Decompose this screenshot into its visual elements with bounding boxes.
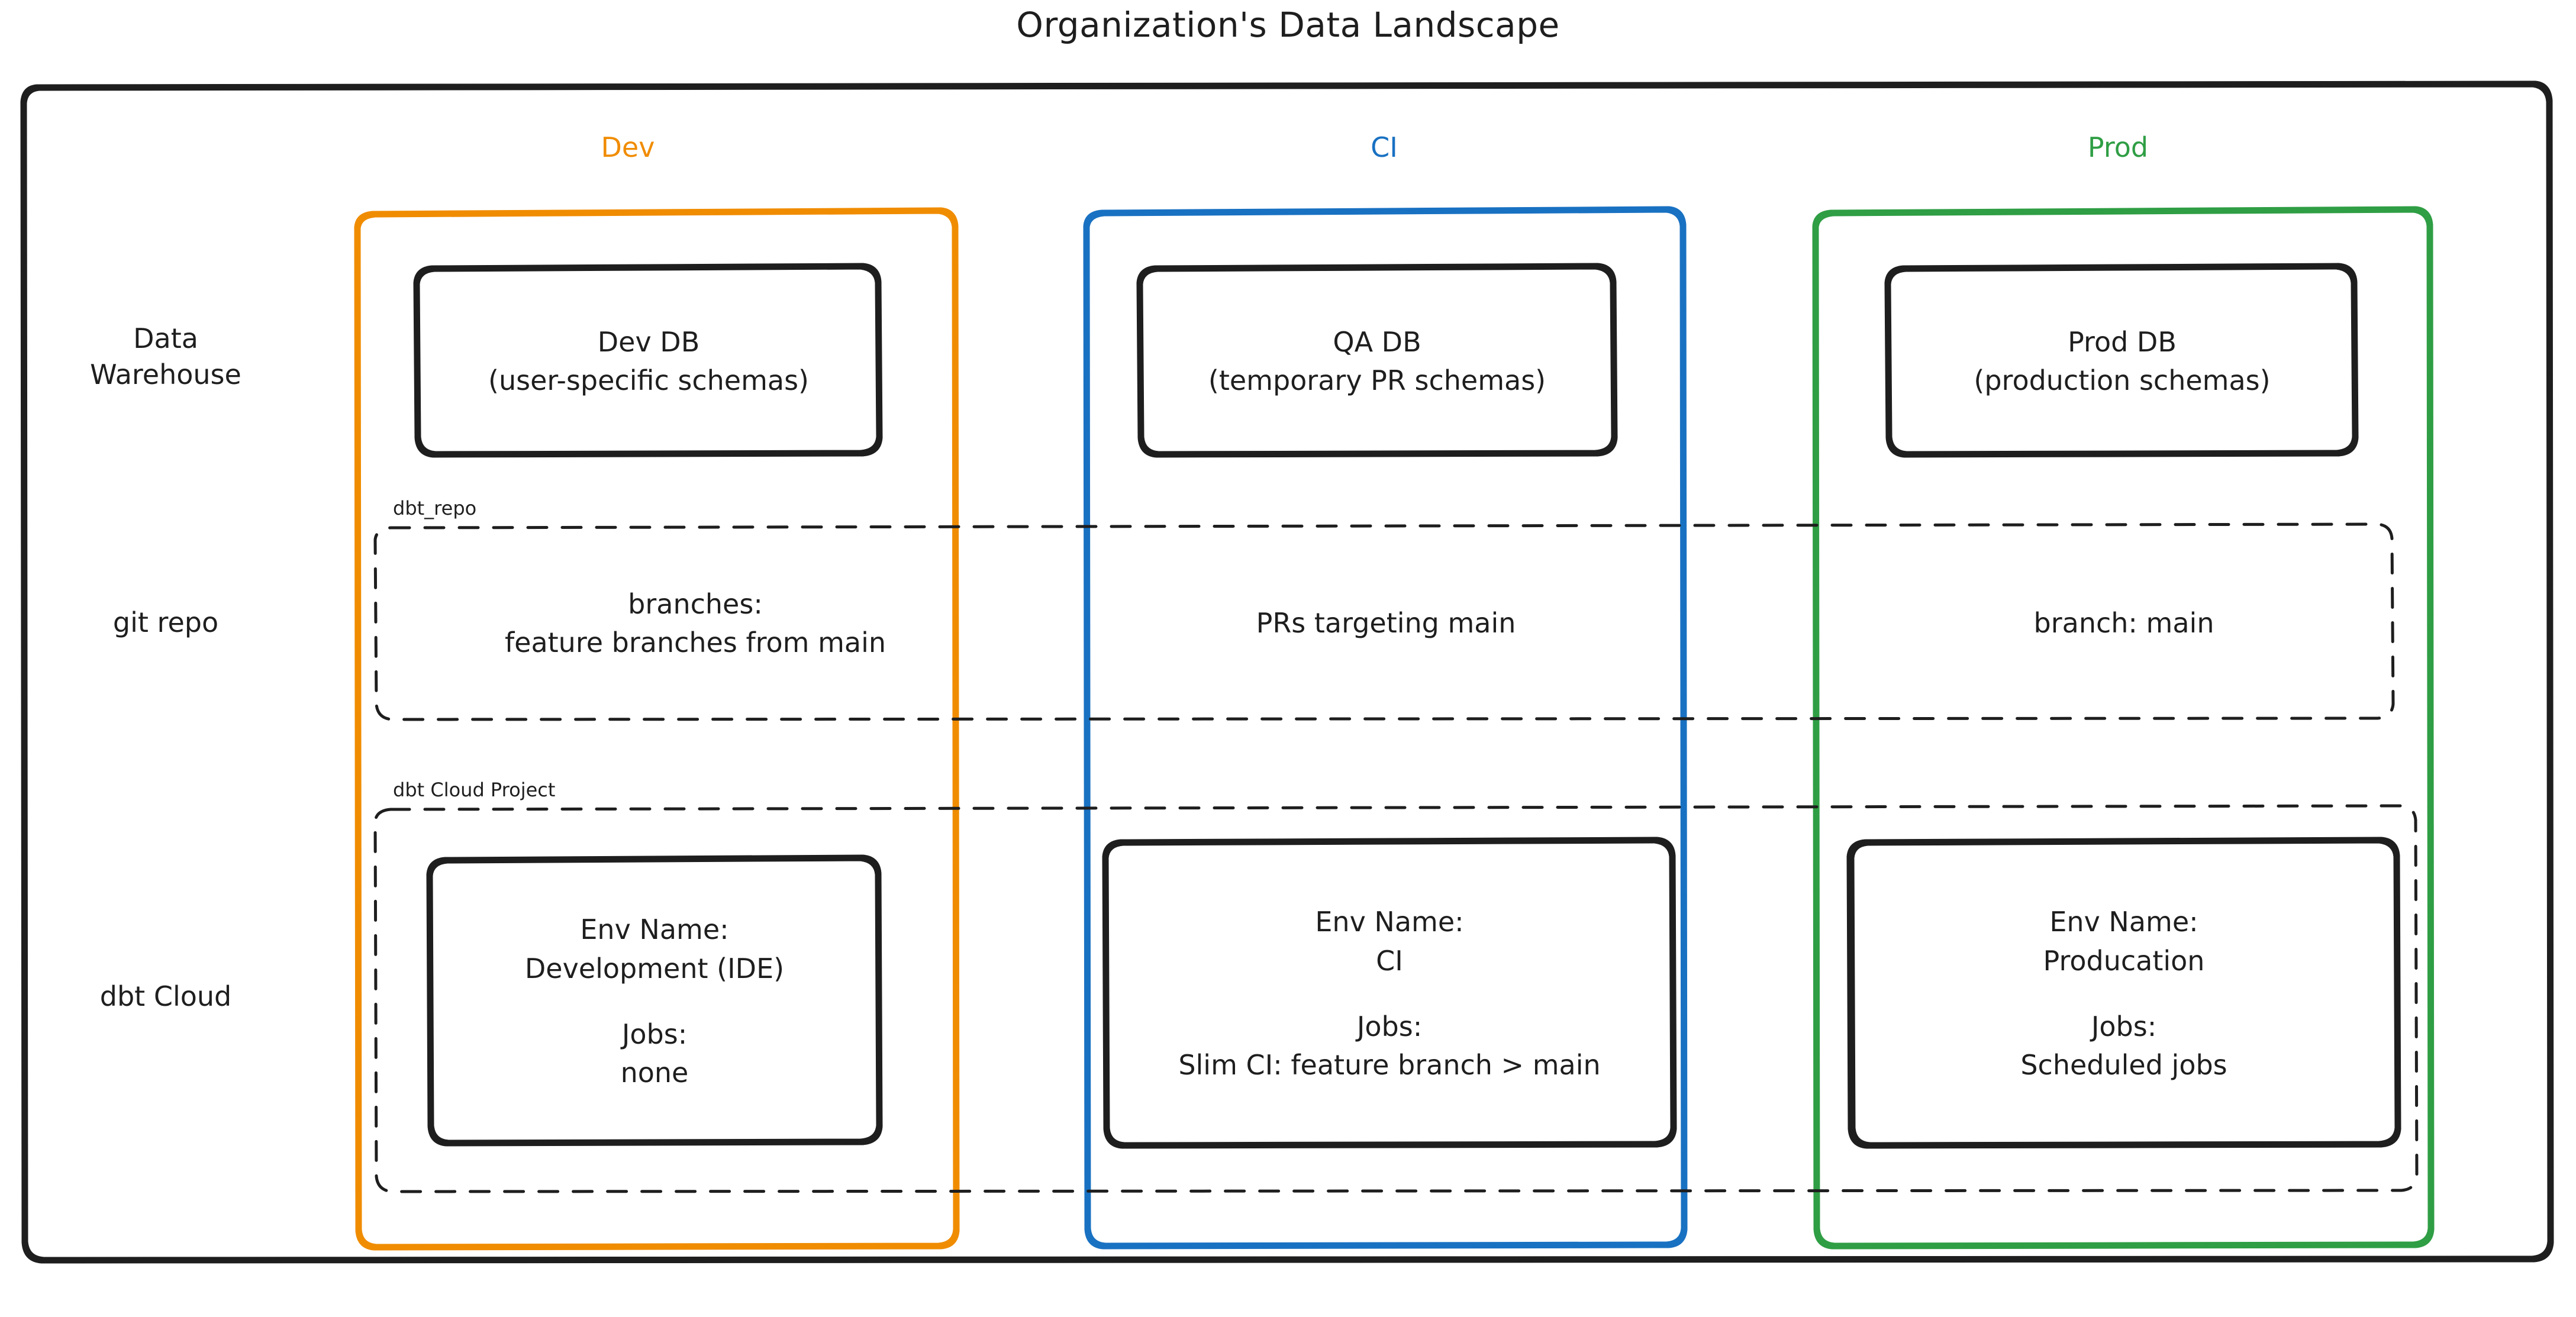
column-header-ci: CI <box>1371 131 1398 163</box>
prod-db-line2: (production schemas) <box>1974 364 2271 396</box>
diagram-title: Organization's Data Landscape <box>1016 5 1560 45</box>
row-label-git-repo: git repo <box>112 606 219 638</box>
column-header-dev: Dev <box>601 131 655 163</box>
prod-db-line1: Prod DB <box>2068 325 2177 358</box>
dev-db-line1: Dev DB <box>597 325 700 358</box>
ci-git-line1: PRs targeting main <box>1256 607 1516 640</box>
group-label-dbt-cloud-project: dbt Cloud Project <box>393 779 556 801</box>
prod-env-value: Producation <box>2043 944 2205 977</box>
dev-jobs-value: none <box>620 1057 689 1089</box>
dev-db-text: Dev DB (user-specific schemas) <box>417 267 881 456</box>
ci-dbt-cloud-text: Env Name: CI Jobs: Slim CI: feature bran… <box>1104 841 1675 1147</box>
column-header-prod: Prod <box>2087 131 2149 163</box>
row-label-dbt-cloud: dbt Cloud <box>99 980 232 1012</box>
prod-env-label: Env Name: <box>2049 906 2198 938</box>
dev-env-label: Env Name: <box>580 913 729 946</box>
prod-git-text: branch: main <box>1816 528 2432 719</box>
prod-git-line1: branch: main <box>2033 607 2214 640</box>
group-label-dbt-repo: dbt_repo <box>393 497 477 519</box>
qa-db-line2: (temporary PR schemas) <box>1208 364 1546 396</box>
dev-git-line2: feature branches from main <box>504 627 886 658</box>
dev-db-line2: (user-specific schemas) <box>488 364 809 396</box>
dev-dbt-cloud-text: Env Name: Development (IDE) Jobs: none <box>428 859 881 1144</box>
prod-jobs-label: Jobs: <box>2091 1011 2157 1042</box>
ci-git-text: PRs targeting main <box>1087 528 1685 719</box>
ci-env-label: Env Name: <box>1315 906 1464 938</box>
ci-jobs-label: Jobs: <box>1356 1011 1423 1042</box>
dev-env-value: Development (IDE) <box>524 952 785 984</box>
qa-db-text: QA DB (temporary PR schemas) <box>1139 267 1616 456</box>
dev-jobs-label: Jobs: <box>621 1018 688 1050</box>
ci-jobs-value: Slim CI: feature branch > main <box>1178 1049 1601 1082</box>
prod-jobs-value: Scheduled jobs <box>2020 1049 2227 1082</box>
dev-git-line1: branches: <box>628 588 763 620</box>
row-label-data-warehouse: Data Warehouse <box>90 322 241 390</box>
prod-dbt-cloud-text: Env Name: Producation Jobs: Scheduled jo… <box>1849 841 2399 1147</box>
prod-db-text: Prod DB (production schemas) <box>1888 267 2356 456</box>
qa-db-line1: QA DB <box>1333 325 1421 358</box>
dev-git-text: branches: feature branches from main <box>379 528 1012 719</box>
ci-env-value: CI <box>1376 944 1403 977</box>
